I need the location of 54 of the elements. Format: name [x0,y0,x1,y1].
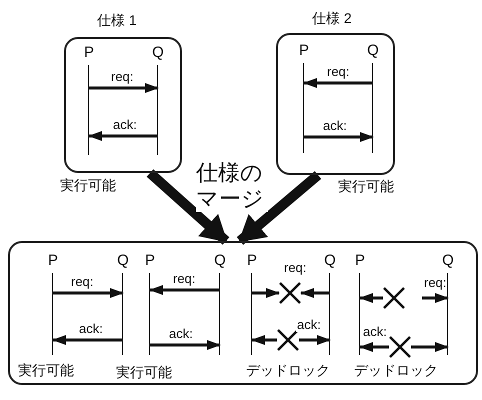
lifeline [322,255,338,355]
message-arrow [411,342,449,352]
lifeline [365,45,381,153]
message-arrow [251,335,277,345]
edge-label: ack: [78,322,104,336]
lifeline-label: Q [366,43,380,59]
box-heading: 仕様 1 [97,12,137,28]
status-text: 実行可能 [338,178,394,194]
message-arrow [150,340,221,350]
message-arrow [252,288,280,298]
cross-mark [277,329,299,351]
cross-mark [383,287,405,309]
lifeline [115,255,131,355]
lifeline-label: P [354,253,366,269]
edge-label: ack: [296,318,322,332]
lifeline-label: Q [213,253,227,269]
lifeline-label: P [144,253,156,269]
message-arrow [422,293,449,303]
status-text: 実行可能 [116,364,172,380]
message-arrow [299,335,331,345]
status-text: 実行可能 [18,362,74,378]
message-arrow [53,288,124,298]
lifeline-label: P [246,253,258,269]
edge-label: ack: [168,327,194,341]
status-text: デッドロック [246,362,330,378]
message-arrow [149,285,220,295]
lifeline [212,255,228,355]
cross-mark [389,336,411,358]
cross-mark [279,282,301,304]
lifeline-label: P [82,45,95,61]
message-arrow [359,342,389,352]
merge-arrow [146,169,230,245]
message-arrow [303,78,373,88]
edge-label: ack: [322,119,348,133]
lifeline-label: Q [323,253,337,269]
edge-label: ack: [112,118,138,132]
status-text: 実行可能 [60,177,116,193]
message-arrow [359,293,383,303]
box-heading: 仕様 2 [312,10,352,26]
message-arrow [52,335,123,345]
lifeline-label: Q [116,253,130,269]
lifeline-label: Q [441,253,455,269]
edge-label: ack: [362,325,388,339]
message-arrow [300,288,330,298]
message-arrow [88,131,158,141]
status-text: デッドロック [354,362,438,378]
lifeline-label: P [46,253,59,269]
lifeline [150,47,166,155]
lifeline-label: Q [151,45,165,61]
merge-caption: 仕様のマージ [196,160,268,212]
message-arrow [304,132,374,142]
message-arrow [89,83,159,93]
lifeline-label: P [298,43,310,59]
merge-arrow [236,171,322,245]
